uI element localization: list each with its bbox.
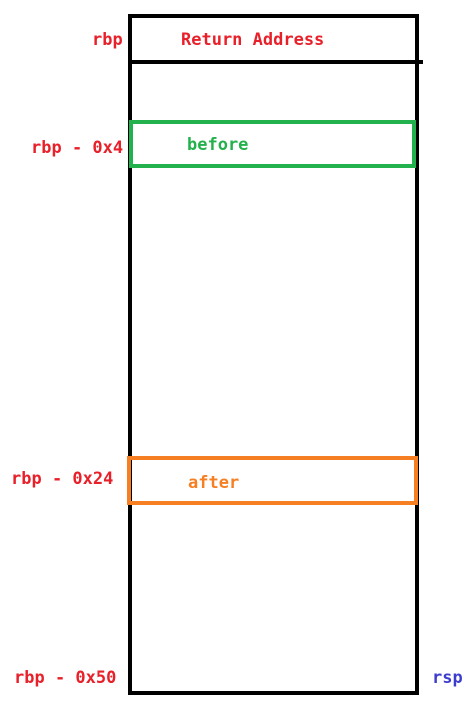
rsp-label: rsp [432,668,463,688]
rbp-minus-0x24-label: rbp - 0x24 [11,469,114,489]
before-label: before [187,135,249,155]
after-label: after [188,473,240,493]
rbp-label: rbp [92,30,123,50]
return-address-divider [128,60,423,64]
after-slot [127,456,418,505]
rbp-minus-0x50-label: rbp - 0x50 [14,668,117,688]
before-slot [129,120,416,168]
stack-frame [128,14,419,695]
rbp-minus-0x4-label: rbp - 0x4 [31,138,124,158]
return-address-label: Return Address [181,30,325,50]
